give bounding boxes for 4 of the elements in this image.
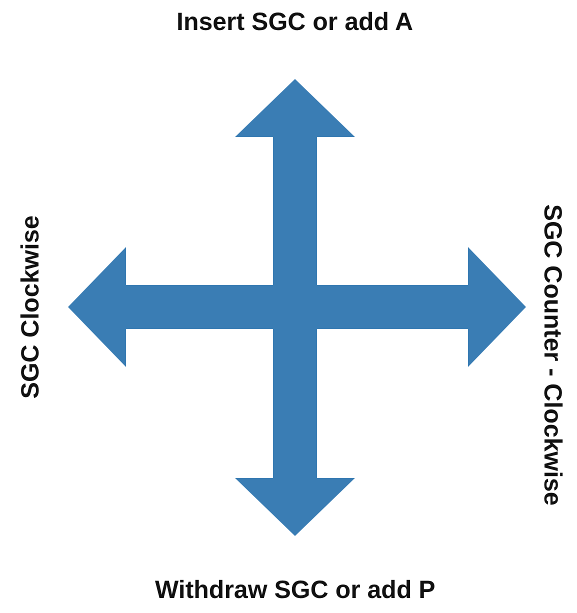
direction-label: SGC Clockwise xyxy=(15,215,46,399)
direction-label: Insert SGC or add A xyxy=(176,7,414,37)
direction-label: Withdraw SGC or add P xyxy=(155,575,436,605)
direction-label: SGC Counter - Clockwise xyxy=(537,204,568,506)
